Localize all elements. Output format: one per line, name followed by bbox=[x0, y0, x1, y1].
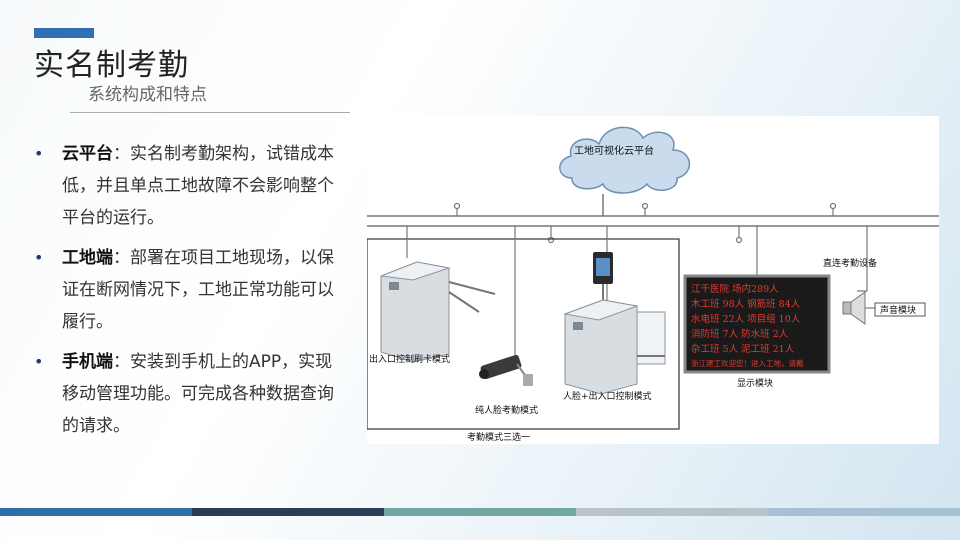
card-mode-label: 出入口控制刷卡模式 bbox=[369, 353, 450, 365]
speaker-label: 声音模块 bbox=[880, 304, 916, 316]
led-display bbox=[683, 274, 831, 374]
face-only-label: 纯人脸考勤模式 bbox=[475, 404, 538, 416]
card-turnstile-icon bbox=[380, 261, 496, 363]
bullet-body: 安装到手机上的APP，实现移动管理功能。可完成各种数据查询的请求。 bbox=[62, 352, 334, 436]
system-architecture-diagram: 工地可视化云平台 出入 bbox=[367, 116, 939, 444]
direct-device-label: 直连考勤设备 bbox=[823, 257, 877, 269]
title-accent-bar bbox=[34, 28, 94, 38]
display-label: 显示模块 bbox=[737, 377, 773, 389]
bullet-item-mobile: • 手机端：安装到手机上的APP，实现移动管理功能。可完成各种数据查询的请求。 bbox=[34, 346, 334, 442]
led-line: 水电班 22人 项目组 10人 bbox=[691, 313, 801, 325]
footer-segment bbox=[0, 508, 192, 516]
page-title: 实名制考勤 bbox=[34, 48, 189, 83]
face-gate-icon bbox=[563, 252, 666, 395]
led-line: 浙江建工欢迎您！进入工地，请戴 bbox=[691, 358, 804, 368]
bullet-text: 手机端：安装到手机上的APP，实现移动管理功能。可完成各种数据查询的请求。 bbox=[62, 346, 334, 442]
mode-caption: 考勤模式三选一 bbox=[467, 431, 530, 443]
led-line: 江千医院 场内289人 bbox=[691, 283, 779, 295]
face-gate-label: 人脸+出入口控制模式 bbox=[563, 390, 652, 402]
bullet-dot: • bbox=[34, 248, 44, 267]
bullet-separator: ： bbox=[113, 352, 130, 372]
bullet-body: 部署在项目工地现场，以保证在断网情况下，工地正常功能可以履行。 bbox=[62, 248, 334, 332]
cloud-label: 工地可视化云平台 bbox=[574, 144, 654, 157]
camera-icon bbox=[479, 354, 533, 386]
footer-segment bbox=[576, 508, 768, 516]
led-text: 江千医院 场内289人 bbox=[691, 283, 779, 295]
footer-segment bbox=[192, 508, 384, 516]
speaker-label-box bbox=[874, 302, 926, 317]
bullet-text: 工地端：部署在项目工地现场，以保证在断网情况下，工地正常功能可以履行。 bbox=[62, 242, 334, 338]
footer-segment bbox=[768, 508, 960, 516]
bullet-head: 云平台 bbox=[62, 144, 113, 164]
bullet-body: 实名制考勤架构，试错成本低，并且单点工地故障不会影响整个平台的运行。 bbox=[62, 144, 334, 228]
title-divider bbox=[70, 112, 350, 113]
bullet-dot: • bbox=[34, 144, 44, 163]
cloud-icon bbox=[559, 126, 690, 194]
bullet-item-site: • 工地端：部署在项目工地现场，以保证在断网情况下，工地正常功能可以履行。 bbox=[34, 242, 334, 338]
led-line: 杂工班 5人 泥工班 21人 bbox=[691, 343, 795, 355]
bullet-head: 手机端 bbox=[62, 352, 113, 372]
diagram-svg: 工地可视化云平台 出入 bbox=[367, 126, 939, 443]
network-taps bbox=[453, 202, 837, 244]
led-text-rows: 木工班 98人 钢筋班 84人 水电班 22人 项目组 10人 消防班 7人 防… bbox=[691, 298, 804, 368]
speaker-icon bbox=[842, 291, 875, 325]
led-line: 木工班 98人 钢筋班 84人 bbox=[691, 298, 801, 310]
footer-segment bbox=[384, 508, 576, 516]
footer-color-bar bbox=[0, 508, 960, 516]
bullet-separator: ： bbox=[113, 144, 130, 164]
bullet-item-cloud: • 云平台：实名制考勤架构，试错成本低，并且单点工地故障不会影响整个平台的运行。 bbox=[34, 138, 334, 234]
bullet-separator: ： bbox=[113, 248, 130, 268]
bullet-dot: • bbox=[34, 352, 44, 371]
bullet-text: 云平台：实名制考勤架构，试错成本低，并且单点工地故障不会影响整个平台的运行。 bbox=[62, 138, 334, 234]
bullet-list: • 云平台：实名制考勤架构，试错成本低，并且单点工地故障不会影响整个平台的运行。… bbox=[34, 138, 334, 450]
page-subtitle: 系统构成和特点 bbox=[88, 85, 207, 105]
attendance-mode-box bbox=[367, 238, 680, 430]
bullet-head: 工地端 bbox=[62, 248, 113, 268]
led-line: 消防班 7人 防水班 2人 bbox=[691, 328, 789, 340]
